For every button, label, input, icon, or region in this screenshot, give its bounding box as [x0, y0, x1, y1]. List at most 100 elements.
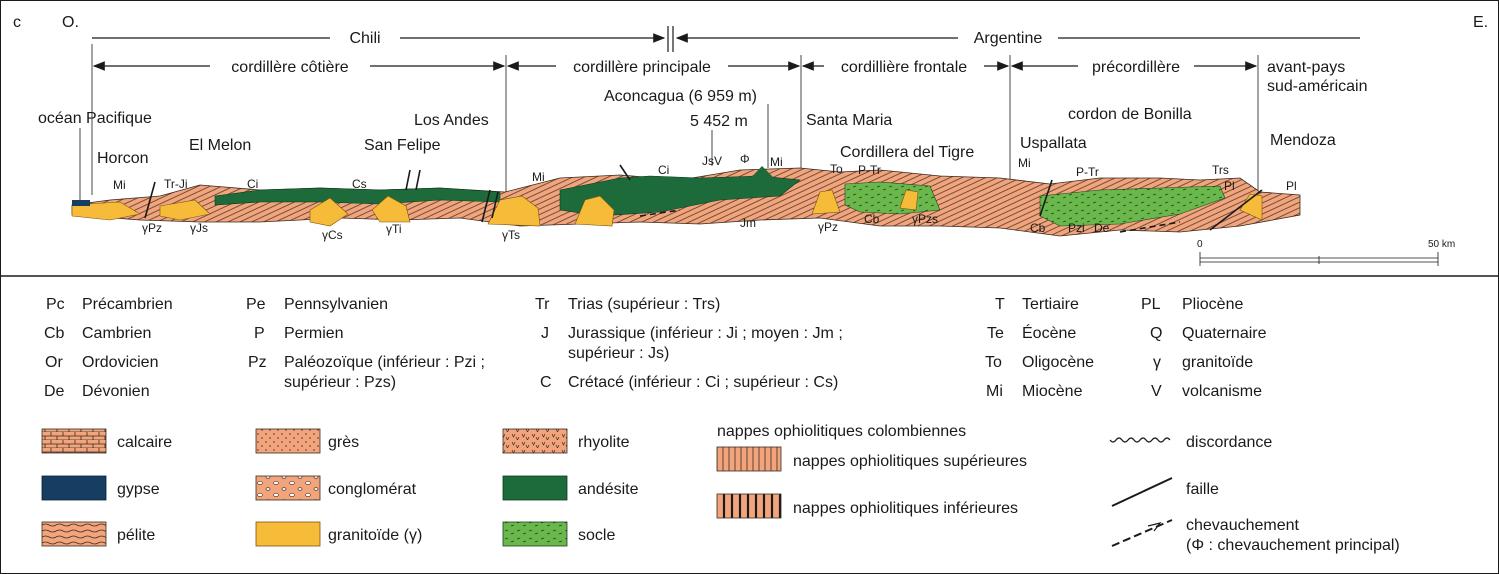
svg-text:calcaire: calcaire	[117, 434, 172, 451]
legend-periods: Pc Précambrien Cb Cambrien Or Ordovicien…	[44, 296, 1267, 400]
granitoid-gjs	[159, 199, 211, 221]
svg-text:Dévonien: Dévonien	[82, 383, 150, 400]
place-san-felipe: San Felipe	[364, 137, 441, 154]
unit-pzi: Pzi	[1068, 221, 1085, 235]
place-el-melon: El Melon	[189, 137, 251, 154]
svg-text:supérieur : Js): supérieur : Js)	[568, 345, 669, 362]
unit-gpzs: γPzs	[912, 212, 938, 226]
svg-text:Précambrien: Précambrien	[82, 296, 173, 313]
svg-text:Miocène: Miocène	[1022, 383, 1083, 400]
place-cordillera-tigre: Cordillera del Tigre	[840, 144, 974, 161]
svg-text:Ordovicien: Ordovicien	[82, 354, 158, 371]
unit-ci-1: Ci	[247, 177, 258, 191]
svg-text:chevauchement: chevauchement	[1186, 517, 1300, 534]
unit-trji: Tr-Ji	[164, 177, 188, 191]
country-chili: Chili	[349, 30, 380, 47]
unit-phi: Φ	[740, 152, 750, 166]
svg-text:nappes ophiolitiques inférieur: nappes ophiolitiques inférieures	[793, 500, 1018, 517]
svg-text:(Φ : chevauchement principal): (Φ : chevauchement principal)	[1186, 537, 1400, 554]
unit-cb-1: Cb	[864, 212, 880, 226]
svg-text:Trias (supérieur : Trs): Trias (supérieur : Trs)	[568, 296, 720, 313]
svg-text:T: T	[995, 296, 1005, 313]
swatch-calcaire	[41, 428, 107, 454]
svg-text:Q: Q	[1150, 325, 1162, 342]
unit-cs: Cs	[352, 177, 367, 191]
unit-gts: γTs	[502, 228, 520, 242]
east-label: E.	[1473, 14, 1488, 31]
svg-text:Pe: Pe	[246, 296, 266, 313]
place-uspallata: Uspallata	[1020, 135, 1087, 152]
granitoid-principale	[574, 195, 615, 227]
granitoid-gpz-2	[811, 189, 841, 215]
svg-text:PL: PL	[1141, 296, 1161, 313]
scale-zero: 0	[1197, 239, 1203, 250]
place-los-andes: Los Andes	[414, 112, 489, 129]
region-precordillere: précordillère	[1092, 59, 1180, 76]
svg-text:Quaternaire: Quaternaire	[1182, 325, 1267, 342]
place-cordon-bonilla: cordon de Bonilla	[1068, 106, 1192, 123]
svg-text:De: De	[44, 383, 65, 400]
swatch-pelite	[41, 521, 107, 547]
swatch-nappes-sup	[716, 446, 782, 472]
svg-text:J: J	[541, 325, 549, 342]
place-mendoza: Mendoza	[1270, 132, 1336, 149]
svg-text:Te: Te	[987, 325, 1004, 342]
place-aconcagua: Aconcagua (6 959 m)	[604, 88, 757, 105]
thrust-dashed-1	[639, 209, 681, 217]
place-santa-maria: Santa Maria	[806, 112, 892, 129]
region-frontale: cordillière frontale	[841, 59, 967, 76]
svg-text:pélite: pélite	[117, 527, 155, 544]
unit-ci-2: Ci	[658, 163, 669, 177]
region-cotiere: cordillère côtière	[231, 59, 348, 76]
svg-text:Cb: Cb	[44, 325, 65, 342]
svg-text:grès: grès	[328, 434, 359, 451]
svg-text:To: To	[985, 354, 1002, 371]
unit-mi-1: Mi	[113, 178, 126, 192]
svg-text:andésite: andésite	[578, 481, 639, 498]
svg-text:Pliocène: Pliocène	[1182, 296, 1243, 313]
svg-text:granitoïde: granitoïde	[1182, 354, 1253, 371]
svg-text:Éocène: Éocène	[1022, 323, 1076, 342]
svg-text:γ: γ	[1153, 354, 1161, 371]
unit-ptr-2: P-Tr	[1076, 165, 1099, 179]
svg-text:Permien: Permien	[284, 325, 344, 342]
svg-text:conglomérat: conglomérat	[328, 481, 417, 498]
place-ocean-pacifique: océan Pacifique	[38, 110, 152, 127]
socle-tigre	[844, 181, 941, 215]
unit-cb-2: Cb	[1030, 221, 1046, 235]
unit-gti: γTi	[386, 222, 402, 236]
svg-text:nappes ophiolitiques colombien: nappes ophiolitiques colombiennes	[717, 423, 966, 440]
svg-text:discordance: discordance	[1186, 434, 1272, 451]
scale-bar: 0 50 km	[1197, 239, 1455, 266]
svg-text:socle: socle	[578, 527, 615, 544]
unit-mi-3: Mi	[770, 155, 783, 169]
granitoid-gti	[371, 195, 411, 223]
unit-ptr-1: P-Tr	[858, 163, 881, 177]
scale-max: 50 km	[1428, 239, 1455, 250]
swatch-andesite	[502, 475, 568, 501]
panel-letter: c	[13, 14, 21, 31]
granitoid-gcs	[309, 197, 349, 227]
granitoid-gts	[487, 195, 541, 227]
legend-lithology: calcaire gypse pélite grès conglomérat g…	[41, 423, 1400, 554]
swatch-socle	[502, 521, 568, 547]
region-avant-pays-line2: sud-américain	[1267, 78, 1367, 95]
svg-text:Tertiaire: Tertiaire	[1022, 296, 1079, 313]
andesite-peak	[745, 166, 780, 184]
svg-text:Pc: Pc	[46, 296, 65, 313]
unit-pl-1: Pl	[1224, 179, 1235, 193]
unit-de: De	[1094, 221, 1110, 235]
unit-gjs: γJs	[190, 221, 208, 235]
svg-text:Jurassique (inférieur : Ji ; m: Jurassique (inférieur : Ji ; moyen : Jm …	[568, 325, 843, 342]
granitoid-gpzs	[899, 189, 919, 211]
west-label: O.	[62, 14, 79, 31]
svg-text:nappes ophiolitiques supérieur: nappes ophiolitiques supérieures	[793, 453, 1027, 470]
swatch-conglomerat	[255, 475, 321, 501]
socle-precordillere	[1039, 185, 1226, 227]
country-argentine: Argentine	[974, 30, 1043, 47]
svg-text:V: V	[1151, 383, 1162, 400]
svg-text:Or: Or	[45, 354, 63, 371]
swatch-gres	[255, 428, 321, 454]
gypse-coast	[72, 200, 90, 206]
